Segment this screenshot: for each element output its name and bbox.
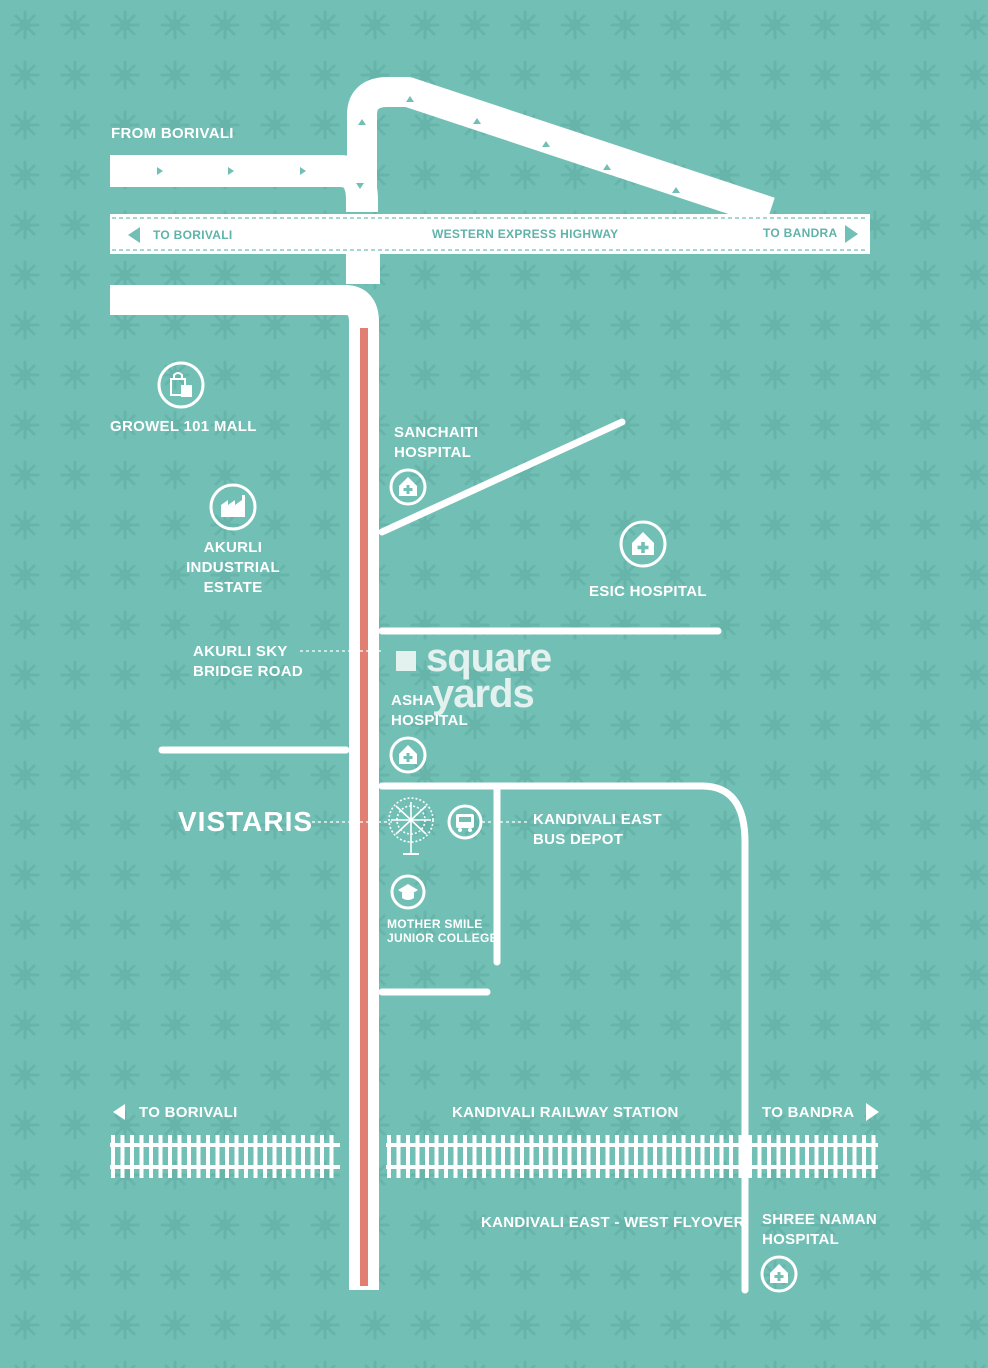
rail-right-arrow <box>866 1103 879 1121</box>
rail-left-arrow <box>113 1104 125 1120</box>
label-project-vistaris: VISTARIS <box>178 806 314 837</box>
road-network <box>110 77 870 1294</box>
label-kandivali-station: KANDIVALI RAILWAY STATION <box>452 1104 679 1121</box>
tree-icon <box>388 797 434 855</box>
road-sanchaiti <box>378 418 626 536</box>
road-ramp-to-bandra <box>347 77 775 227</box>
shopping-bag-icon <box>157 361 205 409</box>
main-road <box>110 285 379 1290</box>
label-akurli-sky-bridge: AKURLI SKY BRIDGE ROAD <box>193 643 303 680</box>
lane-arrows <box>128 96 858 243</box>
leader-lines <box>300 650 530 823</box>
label-weh-to-borivali: TO BORIVALI <box>153 228 233 242</box>
bus-icon <box>447 804 483 840</box>
western-express-highway <box>110 214 870 254</box>
watermark-square <box>396 651 416 671</box>
hospital-icon <box>619 520 667 568</box>
road-east <box>378 782 749 1294</box>
factory-icon <box>209 483 257 531</box>
graduation-cap-icon <box>390 874 426 910</box>
label-akurli-industrial: AKURLI INDUSTRIAL ESTATE <box>186 539 280 596</box>
label-mother-smile: MOTHER SMILE JUNIOR COLLEGE <box>387 917 498 945</box>
label-rail-to-borivali: TO BORIVALI <box>139 1104 238 1121</box>
weh-right-arrow <box>845 225 858 243</box>
hospital-icon <box>760 1255 798 1293</box>
label-bus-depot: KANDIVALI EAST BUS DEPOT <box>533 811 662 848</box>
weh-left-arrow <box>128 227 140 243</box>
label-shree-naman: SHREE NAMAN HOSPITAL <box>762 1211 877 1248</box>
label-from-borivali: FROM BORIVALI <box>111 125 234 142</box>
label-esic-hospital: ESIC HOSPITAL <box>589 583 707 600</box>
railway-track <box>110 1103 879 1178</box>
hospital-icon <box>389 736 427 774</box>
label-asha-hospital: ASHA HOSPITAL <box>391 692 469 729</box>
label-weh-to-bandra: TO BANDRA <box>763 226 838 240</box>
label-sanchaiti-hospital: SANCHAITI HOSPITAL <box>394 424 479 461</box>
label-rail-to-bandra: TO BANDRA <box>762 1104 855 1121</box>
watermark-line2: yards <box>432 672 535 716</box>
label-western-express-highway: WESTERN EXPRESS HIGHWAY <box>432 227 619 241</box>
label-flyover: KANDIVALI EAST - WEST FLYOVER <box>481 1214 745 1231</box>
watermark: square yards <box>396 638 552 716</box>
label-growel-mall: GROWEL 101 MALL <box>110 418 257 435</box>
watermark-line1: square <box>426 636 552 680</box>
hospital-icon <box>389 468 427 506</box>
